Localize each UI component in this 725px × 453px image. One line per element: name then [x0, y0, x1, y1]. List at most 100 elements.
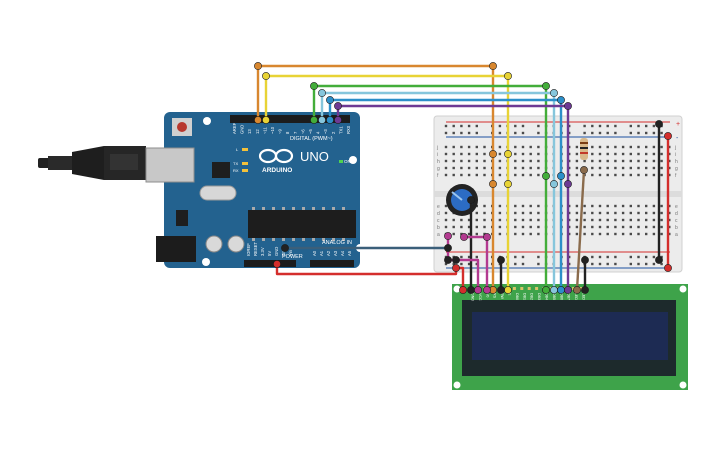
breadboard-hole[interactable] — [629, 232, 632, 236]
breadboard-hole[interactable] — [498, 152, 502, 156]
breadboard-hole[interactable] — [629, 204, 632, 208]
breadboard-hole[interactable] — [529, 232, 532, 236]
breadboard-hole[interactable] — [614, 131, 617, 135]
breadboard-hole[interactable] — [537, 131, 540, 135]
wire-endpoint[interactable] — [581, 286, 589, 294]
wire-endpoint[interactable] — [326, 96, 334, 104]
breadboard-hole[interactable] — [637, 262, 640, 266]
breadboard-hole[interactable] — [452, 152, 455, 156]
breadboard-hole[interactable] — [645, 232, 648, 236]
breadboard-hole[interactable] — [598, 152, 602, 156]
breadboard-hole[interactable] — [606, 173, 609, 177]
wire-endpoint[interactable] — [497, 286, 505, 294]
wire-endpoint[interactable] — [564, 102, 572, 110]
wire-endpoint[interactable] — [254, 116, 262, 124]
wire-endpoint[interactable] — [557, 286, 565, 294]
wire-endpoint[interactable] — [334, 102, 342, 110]
breadboard-hole[interactable] — [568, 173, 571, 177]
breadboard-hole[interactable] — [668, 232, 671, 236]
breadboard-hole[interactable] — [668, 166, 671, 170]
breadboard-hole[interactable] — [568, 211, 571, 215]
breadboard-hole[interactable] — [583, 131, 586, 135]
breadboard-hole[interactable] — [537, 166, 540, 170]
breadboard-hole[interactable] — [637, 255, 640, 259]
reset-button[interactable] — [177, 122, 187, 132]
breadboard-hole[interactable] — [606, 124, 609, 128]
breadboard-hole[interactable] — [606, 159, 609, 163]
breadboard-hole[interactable] — [652, 211, 656, 215]
breadboard-hole[interactable] — [467, 124, 471, 128]
breadboard-hole[interactable] — [583, 211, 586, 215]
breadboard-hole[interactable] — [444, 124, 448, 128]
breadboard-hole[interactable] — [606, 225, 609, 229]
breadboard-hole[interactable] — [637, 204, 640, 208]
breadboard-hole[interactable] — [498, 173, 502, 177]
lcd-pin[interactable] — [512, 287, 516, 290]
wire-endpoint[interactable] — [542, 286, 550, 294]
breadboard-hole[interactable] — [614, 152, 617, 156]
breadboard-hole[interactable] — [606, 262, 609, 266]
breadboard-hole[interactable] — [583, 232, 586, 236]
breadboard-hole[interactable] — [475, 255, 478, 259]
breadboard-hole[interactable] — [614, 262, 617, 266]
breadboard-hole[interactable] — [498, 145, 502, 149]
breadboard-hole[interactable] — [660, 211, 663, 215]
wire-endpoint[interactable] — [483, 233, 491, 241]
wire-endpoint[interactable] — [318, 116, 326, 124]
breadboard-hole[interactable] — [629, 262, 632, 266]
wire-endpoint[interactable] — [504, 286, 512, 294]
wire-endpoint[interactable] — [334, 116, 342, 124]
breadboard-hole[interactable] — [452, 124, 455, 128]
breadboard-hole[interactable] — [637, 124, 640, 128]
breadboard-hole[interactable] — [606, 218, 609, 222]
breadboard-hole[interactable] — [606, 232, 609, 236]
breadboard-hole[interactable] — [591, 204, 594, 208]
wire-endpoint[interactable] — [281, 244, 289, 252]
breadboard-hole[interactable] — [475, 152, 478, 156]
breadboard-hole[interactable] — [498, 204, 502, 208]
breadboard-hole[interactable] — [568, 131, 571, 135]
breadboard-hole[interactable] — [598, 204, 602, 208]
breadboard-hole[interactable] — [598, 166, 602, 170]
breadboard-hole[interactable] — [591, 218, 594, 222]
breadboard-hole[interactable] — [514, 159, 517, 163]
wire-endpoint[interactable] — [444, 256, 452, 264]
breadboard-hole[interactable] — [521, 173, 525, 177]
breadboard-hole[interactable] — [652, 218, 656, 222]
breadboard-hole[interactable] — [521, 152, 525, 156]
wire-endpoint[interactable] — [310, 82, 318, 90]
breadboard-hole[interactable] — [637, 166, 640, 170]
breadboard-hole[interactable] — [621, 232, 625, 236]
breadboard-hole[interactable] — [637, 232, 640, 236]
breadboard-hole[interactable] — [498, 131, 502, 135]
breadboard-hole[interactable] — [637, 211, 640, 215]
breadboard-hole[interactable] — [629, 145, 632, 149]
breadboard-hole[interactable] — [483, 145, 486, 149]
breadboard-hole[interactable] — [575, 204, 579, 208]
breadboard-hole[interactable] — [460, 145, 463, 149]
lcd-pin[interactable] — [579, 287, 583, 290]
breadboard-hole[interactable] — [514, 131, 517, 135]
wire-endpoint[interactable] — [262, 72, 270, 80]
breadboard-hole[interactable] — [652, 124, 656, 128]
breadboard-hole[interactable] — [614, 211, 617, 215]
wire-endpoint[interactable] — [550, 180, 558, 188]
breadboard-hole[interactable] — [614, 145, 617, 149]
breadboard-hole[interactable] — [537, 211, 540, 215]
breadboard-hole[interactable] — [483, 225, 486, 229]
breadboard-hole[interactable] — [452, 145, 455, 149]
breadboard-hole[interactable] — [606, 152, 609, 156]
breadboard-hole[interactable] — [660, 232, 663, 236]
breadboard-hole[interactable] — [475, 124, 478, 128]
breadboard-hole[interactable] — [575, 166, 579, 170]
wire-endpoint[interactable] — [444, 232, 452, 240]
breadboard-hole[interactable] — [629, 225, 632, 229]
breadboard-hole[interactable] — [529, 159, 532, 163]
breadboard-hole[interactable] — [621, 211, 625, 215]
breadboard-hole[interactable] — [652, 173, 656, 177]
breadboard-hole[interactable] — [568, 124, 571, 128]
breadboard-hole[interactable] — [575, 225, 579, 229]
wire-endpoint[interactable] — [460, 233, 468, 241]
breadboard-hole[interactable] — [514, 204, 517, 208]
breadboard-hole[interactable] — [483, 159, 486, 163]
